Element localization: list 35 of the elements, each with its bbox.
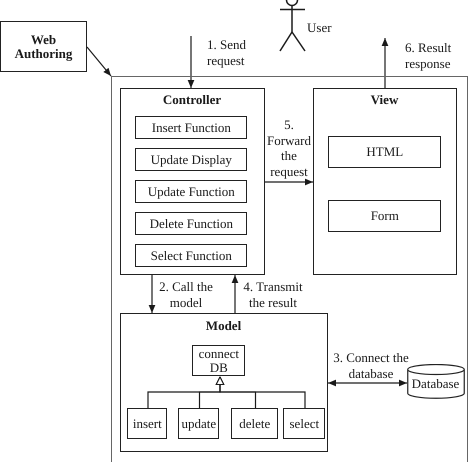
function-box: Insert Function — [135, 116, 248, 140]
edge-label: 2. Call the model — [158, 279, 214, 310]
edge-label: 5. Forward the request — [266, 117, 312, 179]
database-cylinder: Database — [406, 364, 464, 398]
edge-label: 1. Send request — [207, 37, 247, 68]
arrow — [265, 178, 313, 186]
inheritance-arrow — [216, 376, 306, 409]
arrow — [188, 36, 194, 88]
edge-label: 4. Transmit the result — [242, 279, 304, 310]
module-title: Controller — [162, 92, 222, 106]
external-box: Web Authoring — [0, 21, 87, 72]
view-element-box: Form — [328, 200, 442, 232]
arrow — [382, 38, 388, 88]
function-box: Update Display — [135, 148, 248, 172]
function-box: Update Function — [135, 180, 248, 204]
arrow — [232, 275, 238, 313]
double-arrow — [328, 380, 407, 386]
arrow — [86, 46, 112, 76]
class-box: update — [178, 408, 220, 440]
function-box: Select Function — [135, 244, 248, 268]
function-box: Delete Function — [135, 212, 248, 236]
class-box: insert — [127, 408, 168, 440]
module-title: Model — [204, 318, 242, 332]
actor-label: User — [307, 20, 332, 35]
class-box: delete — [231, 408, 278, 440]
module-box — [120, 88, 264, 274]
system-boundary — [111, 76, 468, 462]
module-title: View — [370, 92, 400, 106]
arrow — [148, 275, 156, 313]
edge-label: 6. Result response — [405, 40, 452, 71]
view-element-box: HTML — [328, 136, 442, 168]
module-box — [120, 312, 328, 452]
class-box: connect DB — [192, 345, 246, 376]
module-box — [312, 88, 456, 274]
class-box: select — [283, 408, 326, 440]
